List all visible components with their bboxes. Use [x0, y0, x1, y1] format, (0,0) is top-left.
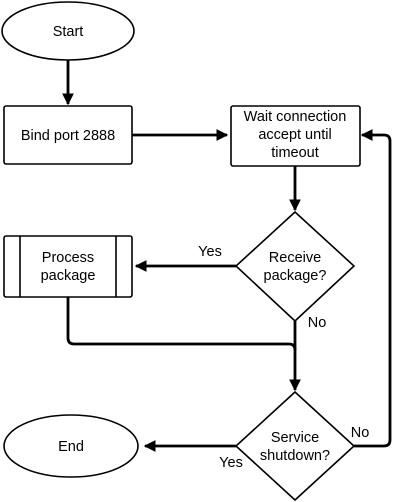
- bind-port-process-shape: [3, 105, 133, 165]
- process-package-subprocess-shape: [3, 235, 133, 298]
- wait-connection-label-line-1: Wait connection: [244, 109, 347, 125]
- edge-labels: Yes No No Yes: [198, 244, 369, 471]
- node-bind-port: Bind port 2888: [3, 105, 133, 165]
- start-terminal-shape: [1, 1, 135, 61]
- end-label: End: [58, 439, 84, 455]
- node-receive-package: Receive package?: [234, 210, 356, 323]
- bind-port-label: Bind port 2888: [21, 128, 115, 144]
- process-package-label-line-2: package: [41, 268, 96, 284]
- service-shutdown-decision-shape: [234, 390, 356, 502]
- edge-process-to-merge: [66, 297, 297, 351]
- end-terminal-shape: [3, 414, 139, 478]
- service-shutdown-label-line-1: Service: [271, 430, 319, 446]
- node-start: Start: [1, 1, 135, 61]
- wait-connection-label-line-2: accept until: [258, 127, 331, 143]
- process-package-label-line-1: Process: [42, 250, 94, 266]
- receive-package-decision-shape: [234, 210, 356, 323]
- receive-package-label-line-1: Receive: [269, 250, 321, 266]
- shutdown-no-label: No: [351, 425, 370, 441]
- receive-no-label: No: [308, 315, 327, 331]
- receive-package-label-line-2: package?: [264, 268, 327, 284]
- node-wait-connection: Wait connection accept until timeout: [230, 105, 361, 167]
- edge-shutdown-no-to-wait: [354, 129, 392, 448]
- service-shutdown-label-line-2: shutdown?: [260, 448, 330, 464]
- node-process-package: Process package: [3, 235, 133, 298]
- node-service-shutdown: Service shutdown?: [234, 390, 356, 502]
- receive-yes-label: Yes: [198, 244, 222, 260]
- shutdown-yes-label: Yes: [219, 455, 243, 471]
- start-label: Start: [53, 24, 84, 40]
- wait-connection-process-shape: [230, 105, 361, 167]
- node-end: End: [3, 414, 139, 478]
- edges: [62, 60, 392, 452]
- wait-connection-label-line-3: timeout: [271, 145, 319, 161]
